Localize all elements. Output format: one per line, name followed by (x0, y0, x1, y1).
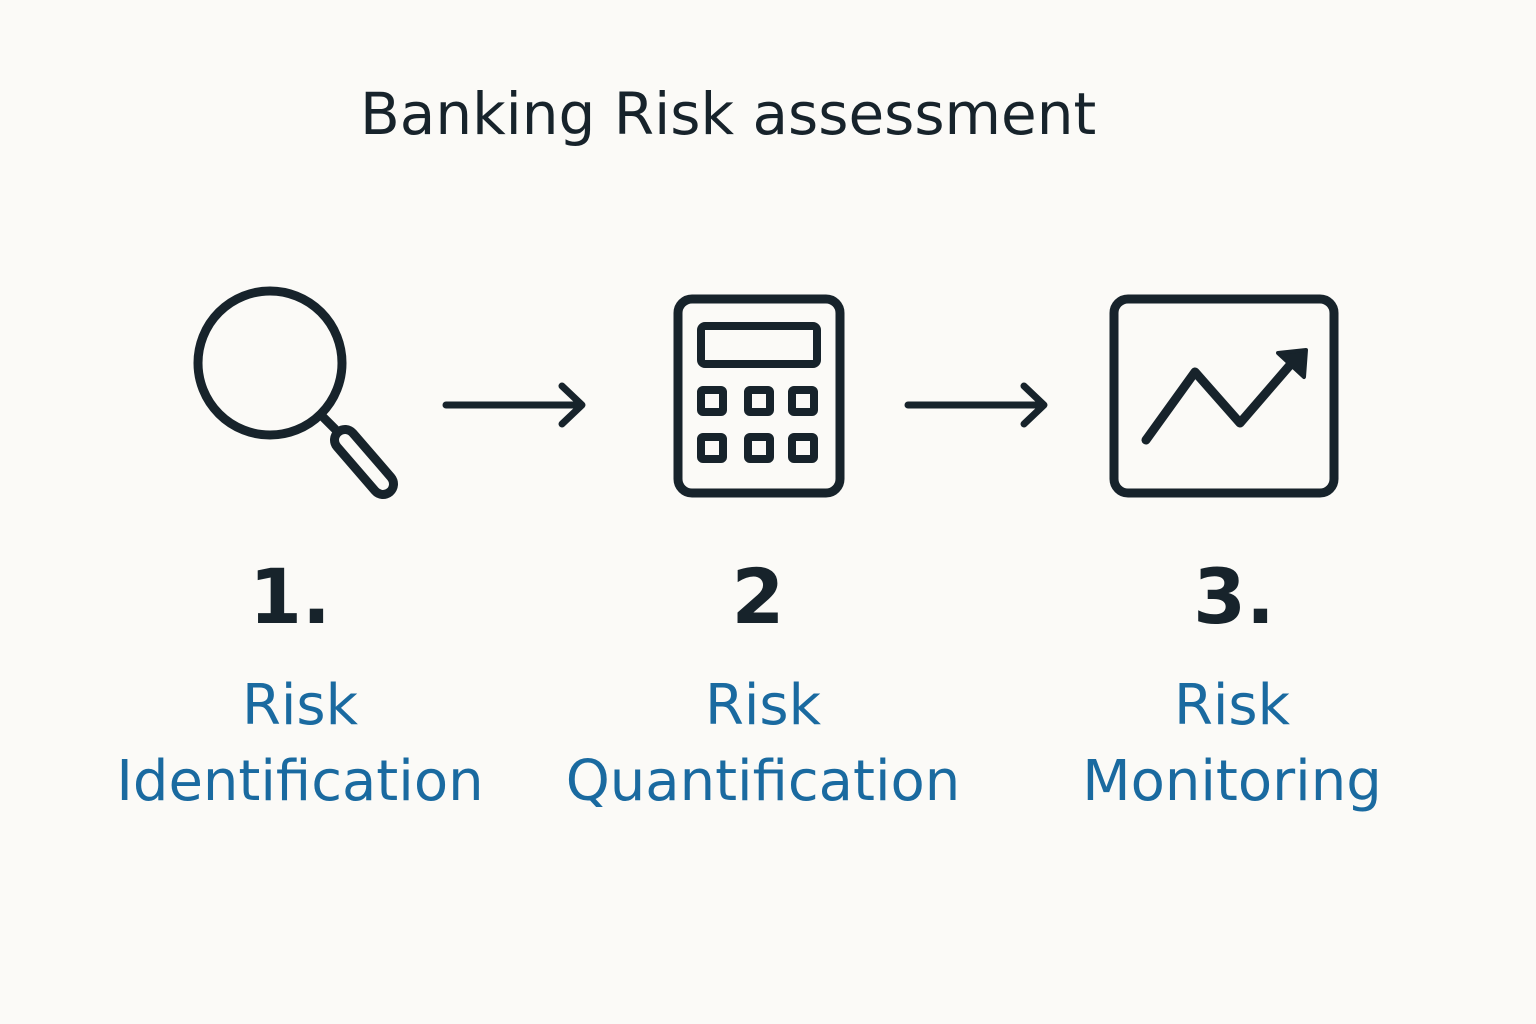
magnifying-glass-icon (193, 286, 398, 499)
step-2-label-line1: Risk (704, 673, 822, 738)
step-3-label: Risk Monitoring (1022, 668, 1442, 820)
step-1-label-line2: Identification (116, 749, 484, 814)
arrow-right-icon (904, 382, 1048, 428)
step-1-label: Risk Identification (90, 668, 510, 820)
step-2-label-line2: Quantification (565, 749, 961, 814)
step-1-number: 1. (249, 552, 331, 641)
step-1-label-line1: Risk (241, 673, 359, 738)
calculator-icon (673, 294, 845, 498)
trend-chart-icon (1109, 294, 1339, 498)
step-3-label-line1: Risk (1173, 673, 1291, 738)
step-3-label-line2: Monitoring (1082, 749, 1382, 814)
diagram-title: Banking Risk assessment (360, 80, 1097, 148)
arrow-right-icon (442, 382, 586, 428)
step-2-label: Risk Quantification (553, 668, 973, 820)
step-3-number: 3. (1193, 552, 1275, 641)
step-2-number: 2 (731, 552, 785, 641)
